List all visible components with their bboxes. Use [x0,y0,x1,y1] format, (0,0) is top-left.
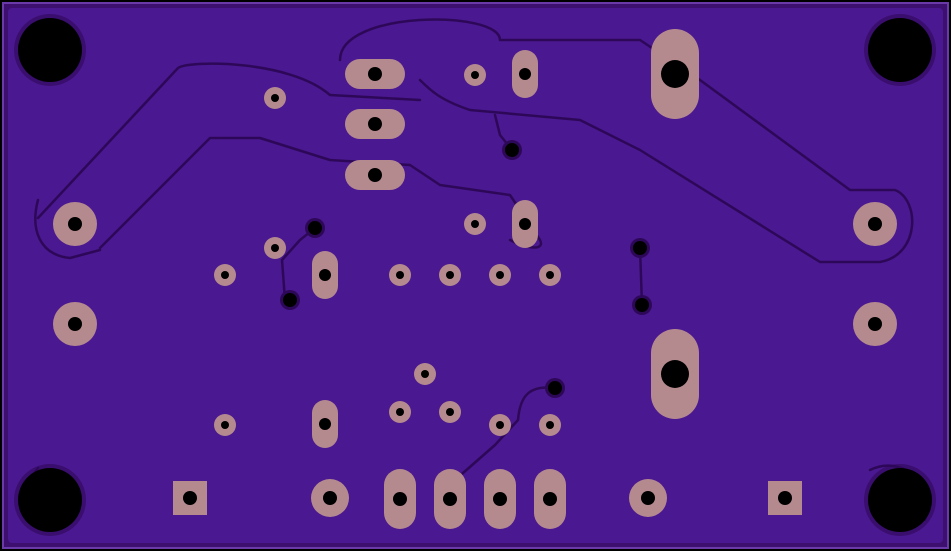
pad-drill [396,408,404,416]
pad-drill [868,317,882,331]
pad-drill [368,168,382,182]
pad-drill [68,317,82,331]
pad-drill [319,269,331,281]
pad-drill [68,217,82,231]
via [633,241,647,255]
pad-drill [546,271,554,279]
pad-drill [443,492,457,506]
via [635,298,649,312]
pad-drill [271,244,279,252]
pad-drill [271,94,279,102]
copper-pour-layer [8,8,943,543]
pad-drill [496,421,504,429]
pad-drill [543,492,557,506]
mounting-hole [18,468,82,532]
via [308,221,322,235]
pad-drill [393,492,407,506]
pad-drill [323,491,337,505]
copper-fill-main [8,8,943,543]
trace-upper-loop [338,18,914,264]
pad-drill [183,491,197,505]
pad-drill [446,271,454,279]
via [548,381,562,395]
pad-drill [641,491,655,505]
pad-drill [421,370,429,378]
trace-left-pad-outline [34,198,102,260]
via [505,143,519,157]
pad-drill [221,421,229,429]
pad-drill [661,60,689,88]
pad-drill [319,418,331,430]
pad-drill [868,217,882,231]
pad-drill [396,271,404,279]
pad-drill [519,68,531,80]
pad-drill [446,408,454,416]
pad-drill [546,421,554,429]
mounting-hole [868,468,932,532]
drill-layer [18,18,932,532]
pad-drill [496,271,504,279]
pad-drill [778,491,792,505]
via [283,293,297,307]
pad-drill [368,117,382,131]
pad-drill [519,218,531,230]
pad-drill [368,67,382,81]
mounting-hole [868,18,932,82]
pad-drill [661,360,689,388]
pad-drill [471,220,479,228]
pad-drill [221,271,229,279]
pad-drill [471,71,479,79]
trace-left-top [36,62,422,220]
mounting-hole [18,18,82,82]
pad-drill [493,492,507,506]
